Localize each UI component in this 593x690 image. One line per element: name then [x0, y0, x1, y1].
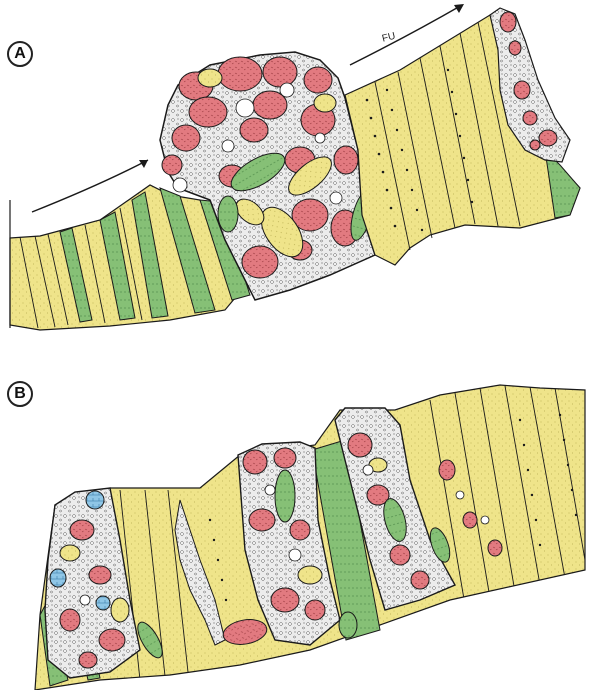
panel-label-a: A — [7, 41, 33, 67]
panel-label-b: B — [7, 381, 33, 407]
panel-b — [35, 385, 585, 690]
panel-a — [10, 4, 580, 330]
